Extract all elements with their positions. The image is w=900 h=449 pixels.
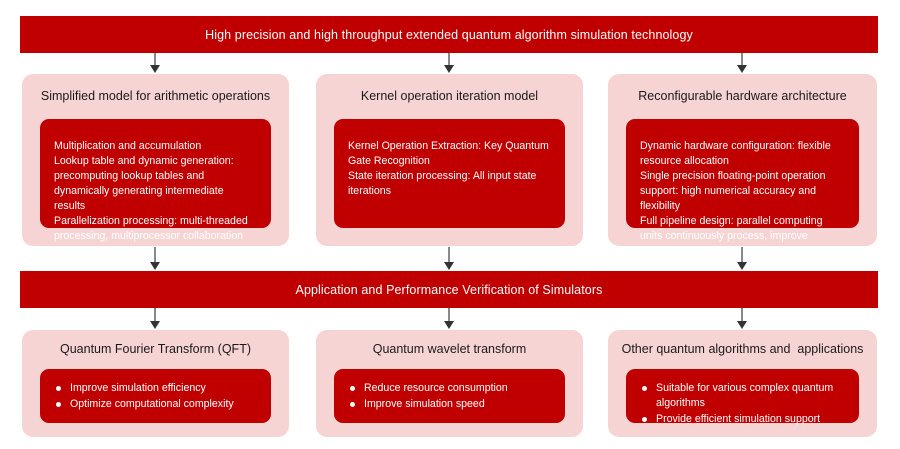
arrow-col2-to-mid [444,247,454,270]
card-other-algorithms: Other quantum algorithms and application… [608,330,877,437]
verification-banner-label: Application and Performance Verification… [295,282,603,297]
card-kernel-operation: Kernel operation iteration model Kernel … [316,74,583,246]
card-title: Other quantum algorithms and application… [621,342,864,356]
arrow-mid-to-wavelet [444,308,454,329]
list-item-label: Suitable for various complex quantum alg… [656,382,834,409]
list-item: Provide efficient simulation support [642,412,845,427]
card-body: Multiplication and accumulation Lookup t… [40,119,271,242]
list-item-label: Provide efficient simulation support [656,413,821,425]
arrow-mid-to-other [737,308,747,329]
card-title: Kernel operation iteration model [360,89,539,103]
bullet-list: Improve simulation efficiency Optimize c… [54,381,257,412]
card-wavelet-transform: Quantum wavelet transform Reduce resourc… [316,330,583,437]
list-item: Reduce resource consumption [350,381,551,396]
list-item-label: Improve simulation efficiency [70,382,206,394]
card-body: Suitable for various complex quantum alg… [626,369,859,425]
list-item-label: Optimize computational complexity [70,398,234,410]
bullet-icon [642,386,647,391]
list-item: Optimize computational complexity [56,397,257,412]
body-line: Lookup table and dynamic generation: pre… [54,155,234,212]
bullet-icon [350,402,355,407]
bullet-list: Suitable for various complex quantum alg… [640,381,845,427]
list-item: Improve simulation speed [350,397,551,412]
arrow-top-to-col1 [150,53,160,73]
bullet-list: Reduce resource consumption Improve simu… [348,381,551,412]
list-item: Improve simulation efficiency [56,381,257,396]
title-banner: High precision and high throughput exten… [20,16,878,53]
bullet-icon [56,402,61,407]
list-item-label: Reduce resource consumption [364,382,508,394]
body-line: Kernel Operation Extraction: Key Quantum… [348,140,549,167]
card-title: Reconfigurable hardware architecture [638,89,847,103]
bullet-icon [350,386,355,391]
arrow-top-to-col2 [444,53,454,73]
body-line: Dynamic hardware configuration: flexible… [640,140,831,167]
card-title: Quantum wavelet transform [372,342,527,356]
body-line: Multiplication and accumulation [54,140,202,152]
body-line: Full pipeline design: parallel computing… [640,215,823,257]
arrow-mid-to-qft [150,308,160,329]
list-item-label: Improve simulation speed [364,398,485,410]
arrow-top-to-col3 [737,53,747,73]
card-reconfigurable-hardware: Reconfigurable hardware architecture Dyn… [608,74,877,257]
list-item: Suitable for various complex quantum alg… [642,381,845,411]
bullet-icon [56,386,61,391]
card-body: Improve simulation efficiency Optimize c… [40,369,271,423]
card-title: Simplified model for arithmetic operatio… [40,89,271,103]
card-body: Kernel Operation Extraction: Key Quantum… [334,119,565,228]
body-line: Single precision floating-point operatio… [640,170,826,212]
card-body: Dynamic hardware configuration: flexible… [626,119,859,257]
arrow-col1-to-mid [150,247,160,270]
bullet-icon [642,417,647,422]
card-title: Quantum Fourier Transform (QFT) [59,342,251,356]
card-body: Reduce resource consumption Improve simu… [334,369,565,423]
card-simplified-model: Simplified model for arithmetic operatio… [22,74,289,246]
card-qft: Quantum Fourier Transform (QFT) Improve … [22,330,289,437]
body-line: Parallelization processing: multi-thread… [54,215,248,242]
verification-banner: Application and Performance Verification… [20,271,878,308]
body-line: State iteration processing: All input st… [348,170,537,197]
title-banner-label: High precision and high throughput exten… [205,27,693,42]
